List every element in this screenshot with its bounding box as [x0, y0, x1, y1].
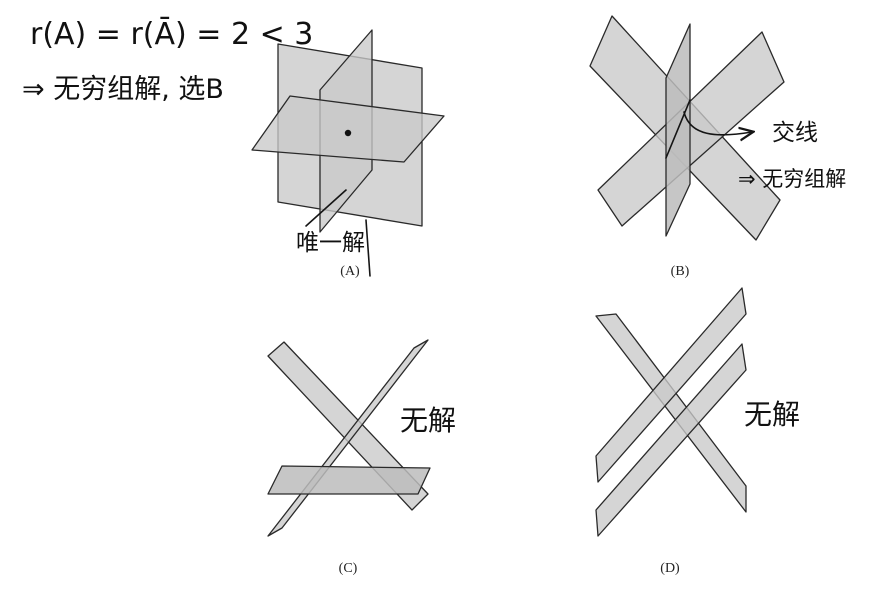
panel-b-annotation-line: 交线: [772, 120, 818, 146]
panel-a-intersection-point: [344, 129, 352, 137]
panel-b-annotation-result: ⇒ 无穷组解: [738, 167, 846, 191]
panel-c-caption: (C): [339, 561, 358, 576]
handwritten-notes: r(A) = r(Ā) = 2 < 3 ⇒ 无穷组解, 选B: [22, 16, 313, 105]
panel-c-plane-horizontal: [267, 465, 431, 495]
panel-a: 唯一解 (A): [251, 29, 445, 279]
panel-d-plane-upper-parallel: [595, 287, 747, 483]
panel-d-plane-lower-parallel: [595, 343, 747, 537]
panel-d-annotation: 无解: [744, 398, 800, 431]
panel-b-arrow: [683, 111, 752, 135]
panel-c-annotation: 无解: [400, 404, 456, 437]
panel-c: 无解 (C): [267, 339, 456, 576]
panel-a-handwriting-stroke: [365, 219, 371, 277]
note-rank-equation: r(A) = r(Ā) = 2 < 3: [30, 16, 313, 52]
note-conclusion: ⇒ 无穷组解, 选B: [22, 74, 224, 105]
panel-b-caption: (B): [671, 264, 690, 279]
panel-a-annotation: 唯一解: [296, 230, 365, 256]
panel-d: 无解 (D): [595, 287, 800, 576]
panel-b-plane-right-left: [597, 31, 785, 227]
panel-a-caption: (A): [340, 264, 360, 279]
panel-d-plane-descending: [595, 313, 747, 513]
panel-a-pointer-line: [305, 189, 347, 227]
panel-a-plane-horizontal: [251, 95, 445, 163]
panel-b: 交线 ⇒ 无穷组解 (B): [589, 15, 846, 279]
panel-b-common-line: [665, 99, 691, 159]
panel-d-caption: (D): [660, 561, 680, 576]
